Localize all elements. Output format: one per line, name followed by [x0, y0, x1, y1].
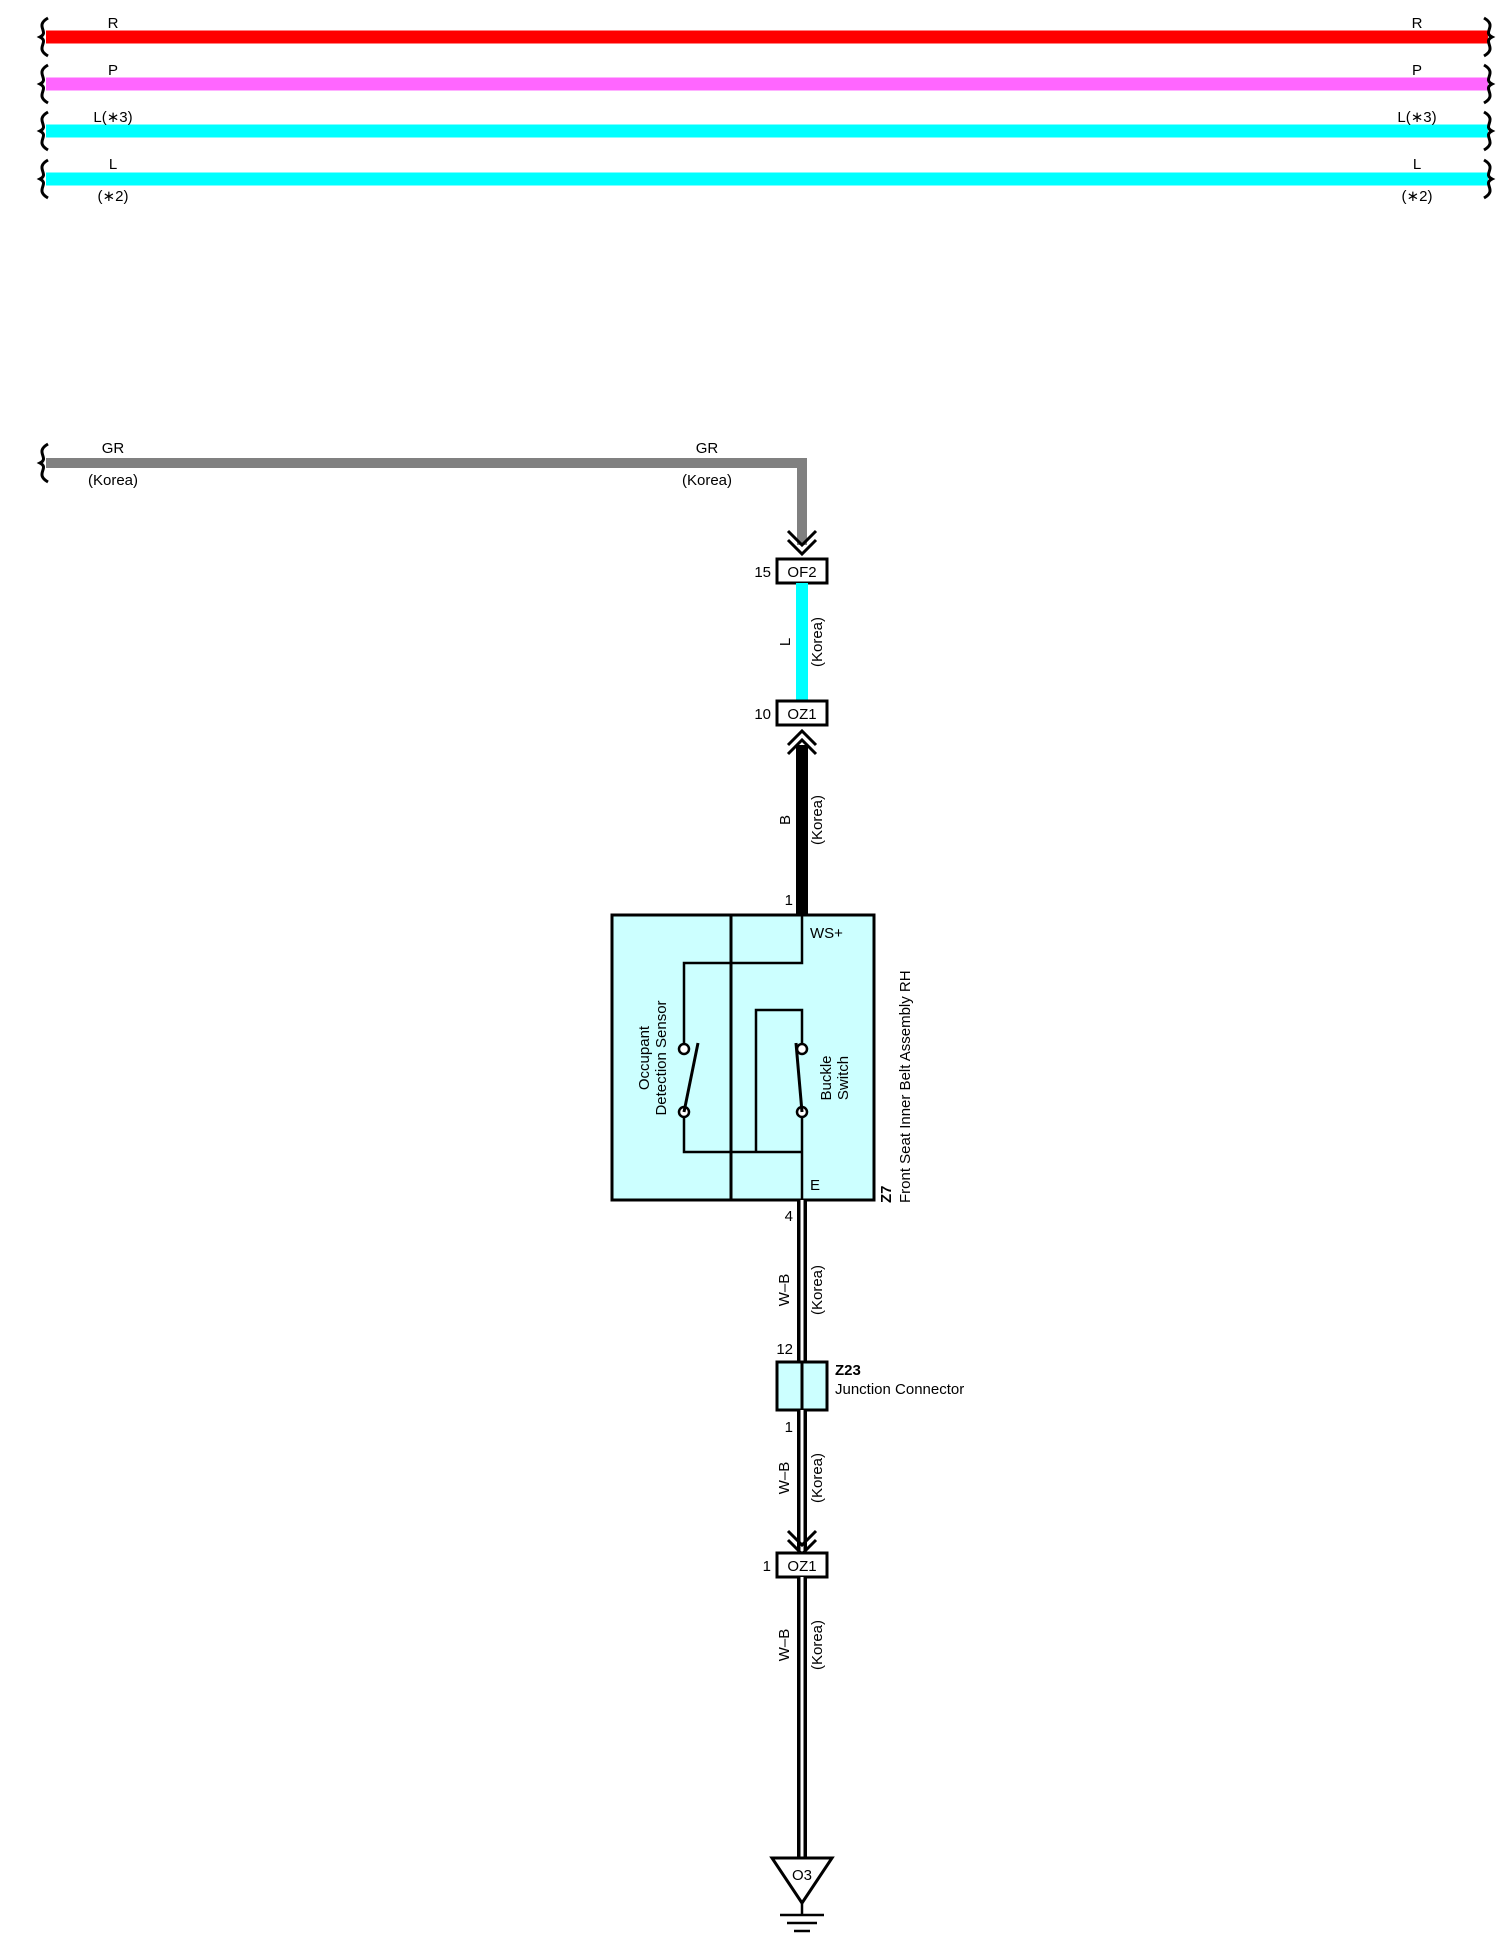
switch-label-2: Switch [835, 1056, 852, 1100]
z23-name: Junction Connector [835, 1381, 964, 1398]
break-mark-left-l3 [36, 110, 49, 152]
ground-id: O3 [792, 1867, 812, 1884]
gr-sub-mid: (Korea) [682, 472, 732, 489]
oz1-bottom-pin: 1 [763, 1558, 771, 1575]
buckle-circuit [754, 1008, 804, 1200]
connector-oz1-top: OZ1 10 [754, 699, 829, 727]
wire-wb-2-color: W–B [776, 1462, 793, 1495]
wire-wb-3-color: W–B [776, 1629, 793, 1662]
sensor-circuit [682, 915, 804, 1154]
break-mark-right-l3 [1483, 110, 1496, 152]
sensor-contact-top [677, 1042, 691, 1056]
wire-b-korea-region: (Korea) [809, 795, 826, 845]
wire-b-korea-color: B [777, 815, 794, 825]
z7-term-bottom: E [810, 1177, 820, 1194]
break-mark-right-p [1483, 63, 1496, 105]
gr-label-mid: GR [696, 440, 719, 457]
oz1-top-id: OZ1 [787, 706, 816, 723]
of2-pin: 15 [754, 564, 771, 581]
oz1-bottom-id: OZ1 [787, 1558, 816, 1575]
break-mark-right-l2 [1483, 158, 1496, 200]
wire-r-label-right: R [1412, 15, 1423, 32]
wire-gr [46, 458, 807, 545]
wire-wb-3-region: (Korea) [809, 1620, 826, 1670]
ground-o3: O3 [769, 1856, 835, 1933]
wire-r-label-left: R [108, 15, 119, 32]
wire-p-label-left: P [108, 62, 118, 79]
oz1-top-pin: 10 [754, 706, 771, 723]
break-mark-left-l2 [36, 158, 49, 200]
connector-of2: OF2 15 [754, 557, 829, 585]
sensor-label-1: Occupant [636, 1025, 653, 1090]
buckle-contact-top [795, 1042, 809, 1056]
z23-id: Z23 [835, 1362, 861, 1379]
gr-label-left: GR [102, 440, 125, 457]
wire-l2-label-left: L [109, 156, 117, 173]
wire-l-korea-region: (Korea) [809, 617, 826, 667]
top-wire-group: R R P P L(∗3) L(∗3) L L (∗2) (∗2) [36, 15, 1496, 205]
component-z23: 12 1 Z23 Junction Connector [775, 1341, 964, 1436]
break-mark-right-r [1483, 16, 1496, 58]
wire-l2-sub-right: (∗2) [1402, 188, 1433, 205]
break-mark-left-r [36, 16, 49, 58]
wire-l3-label-left: L(∗3) [93, 109, 132, 126]
wire-wb-1-region: (Korea) [809, 1265, 826, 1315]
break-mark-left-p [36, 63, 49, 105]
wire-l2-label-right: L [1413, 156, 1421, 173]
sensor-label-2: Detection Sensor [653, 1000, 670, 1115]
buckle-switch-blade [794, 1042, 804, 1113]
wire-l3-label-right: L(∗3) [1397, 109, 1436, 126]
wire-l2-sub-left: (∗2) [98, 188, 129, 205]
chevron-up-icon [786, 728, 818, 756]
wire-p-label-right: P [1412, 62, 1422, 79]
ground-icon [769, 1856, 835, 1906]
z7-id: Z7 [878, 1185, 895, 1203]
z7-term-top: WS+ [810, 925, 843, 942]
connector-oz1-bottom: OZ1 1 [763, 1551, 829, 1579]
chevron-down-icon [786, 529, 818, 557]
component-z7: 1 WS+ E 4 Occupant Detection Sensor Buck… [610, 892, 914, 1225]
z7-pin-top: 1 [785, 892, 793, 909]
gr-sub-left: (Korea) [88, 472, 138, 489]
break-mark-left-gr [36, 442, 49, 484]
switch-label-1: Buckle [818, 1055, 835, 1100]
z7-pin-bottom: 4 [785, 1208, 793, 1225]
z7-name: Front Seat Inner Belt Assembly RH [897, 970, 914, 1203]
gr-wire-group: GR (Korea) GR (Korea) [36, 440, 818, 557]
wire-wb-2-region: (Korea) [809, 1453, 826, 1503]
wire-l-korea-color: L [777, 638, 794, 646]
of2-id: OF2 [787, 564, 816, 581]
z23-pin-top: 12 [776, 1341, 793, 1358]
z23-pin-bottom: 1 [785, 1419, 793, 1436]
sensor-switch-blade [682, 1042, 700, 1113]
wire-wb-1-color: W–B [776, 1274, 793, 1307]
